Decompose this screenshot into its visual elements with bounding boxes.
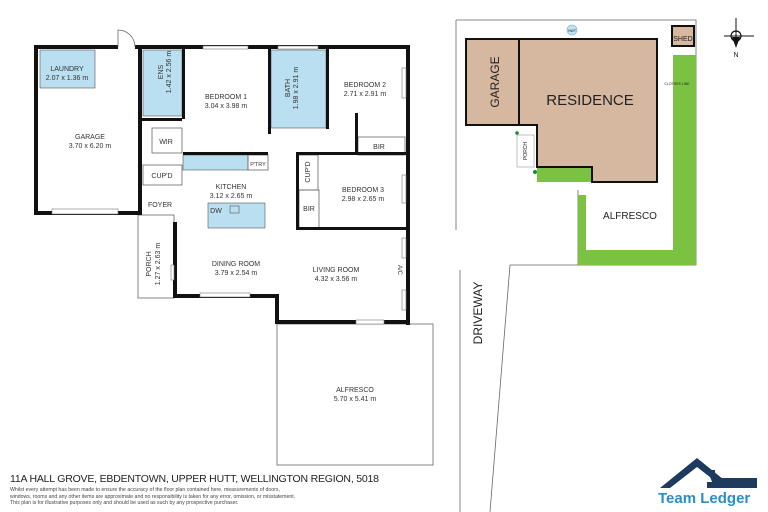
residence-label: RESIDENCE [546, 92, 634, 109]
garage-size: 3.70 x 6.20 m [69, 143, 112, 150]
windows [51, 45, 407, 325]
alfresco-box [276, 323, 434, 466]
property-address: 11A HALL GROVE, EBDENTOWN, UPPER HUTT, W… [10, 473, 379, 485]
ensuite-area [142, 49, 183, 117]
bath-label: BATH [285, 79, 292, 97]
wir-box [151, 127, 183, 154]
site-garage [465, 38, 520, 126]
dining-size: 3.79 x 2.54 m [215, 270, 258, 277]
site-residence [518, 38, 658, 183]
kitchen-size: 3.12 x 2.65 m [210, 193, 253, 200]
disclaimer: Whilst every attempt has been made to en… [10, 487, 379, 507]
laundry-size: 2.07 x 1.36 m [46, 75, 89, 82]
brand-name: Team Ledger [658, 490, 751, 507]
site-plan [455, 19, 697, 512]
ac-label: A/C [396, 265, 402, 276]
living-size: 4.32 x 3.56 m [315, 276, 358, 283]
bath-size: 1.98 x 2.91 m [293, 67, 300, 110]
laundry-label: LAUNDRY [50, 66, 84, 73]
bir-bed2-label: BIR [373, 144, 385, 151]
north-arrow-icon [724, 18, 754, 48]
bedroom3-label: BEDROOM 3 [342, 187, 384, 194]
ensuite-label: ENS [158, 64, 165, 79]
kitchen-label: KITCHEN [216, 184, 247, 191]
lawn-east [673, 55, 696, 265]
kitchen-counter [182, 154, 249, 171]
lawn-strip [578, 195, 586, 265]
cupd-box [142, 164, 183, 186]
wir-label: WIR [159, 139, 173, 146]
north-label: N [733, 52, 738, 59]
pantry-label: P'TRY [250, 162, 266, 168]
footer: 11A HALL GROVE, EBDENTOWN, UPPER HUTT, W… [10, 473, 379, 507]
disclaimer-line: windows, rooms and any other items are a… [10, 493, 296, 500]
hwt-label: HWT [568, 29, 577, 33]
bedroom3-size: 2.98 x 2.65 m [342, 196, 385, 203]
bedroom1-size: 3.04 x 3.98 m [205, 103, 248, 110]
porch-size: 1.27 x 2.63 m [155, 243, 162, 286]
laundry-area [39, 49, 96, 89]
clothes-line-label: CLOTHES LINE [664, 82, 690, 86]
site-porch [516, 134, 535, 168]
bedroom2-label: BEDROOM 2 [344, 82, 386, 89]
garage-door-swing [117, 29, 136, 48]
hwt-icon [566, 24, 578, 36]
living-label: LIVING ROOM [313, 267, 360, 274]
walls [34, 45, 410, 325]
alfresco-label: ALFRESCO [336, 387, 374, 394]
lawn-south [578, 250, 696, 265]
kitchen-island [207, 202, 266, 229]
sink-icon [229, 205, 240, 214]
cupd-right-label: CUP'D [305, 161, 312, 182]
site-porch-label: PORCH [523, 142, 529, 160]
alfresco-size: 5.70 x 5.41 m [334, 396, 377, 403]
lawn-front [537, 168, 592, 182]
site-alfresco-label: ALFRESCO [603, 211, 657, 222]
disclaimer-line: This plan is for illustrative purposes o… [10, 500, 239, 507]
bedroom2-size: 2.71 x 2.91 m [344, 91, 387, 98]
site-garage-label: GARAGE [488, 56, 502, 107]
shed-label: SHED [673, 36, 692, 43]
site-shed [671, 25, 695, 47]
team-ledger-logo-icon [660, 458, 757, 488]
driveway-label: DRIVEWAY [471, 282, 485, 345]
bedroom1-label: BEDROOM 1 [205, 94, 247, 101]
bath-area [270, 49, 327, 129]
ensuite-size: 1.42 x 2.56 m [166, 51, 173, 94]
cupd-left-label: CUP'D [151, 173, 172, 180]
dishwasher-label: DW [210, 208, 222, 215]
garage-label: GARAGE [75, 134, 105, 141]
foyer-label: FOYER [148, 202, 172, 209]
dining-label: DINING ROOM [212, 261, 260, 268]
disclaimer-line: Whilst every attempt has been made to en… [10, 487, 280, 493]
porch-label: PORCH [146, 251, 153, 276]
bir-bed3-label: BIR [303, 206, 315, 213]
